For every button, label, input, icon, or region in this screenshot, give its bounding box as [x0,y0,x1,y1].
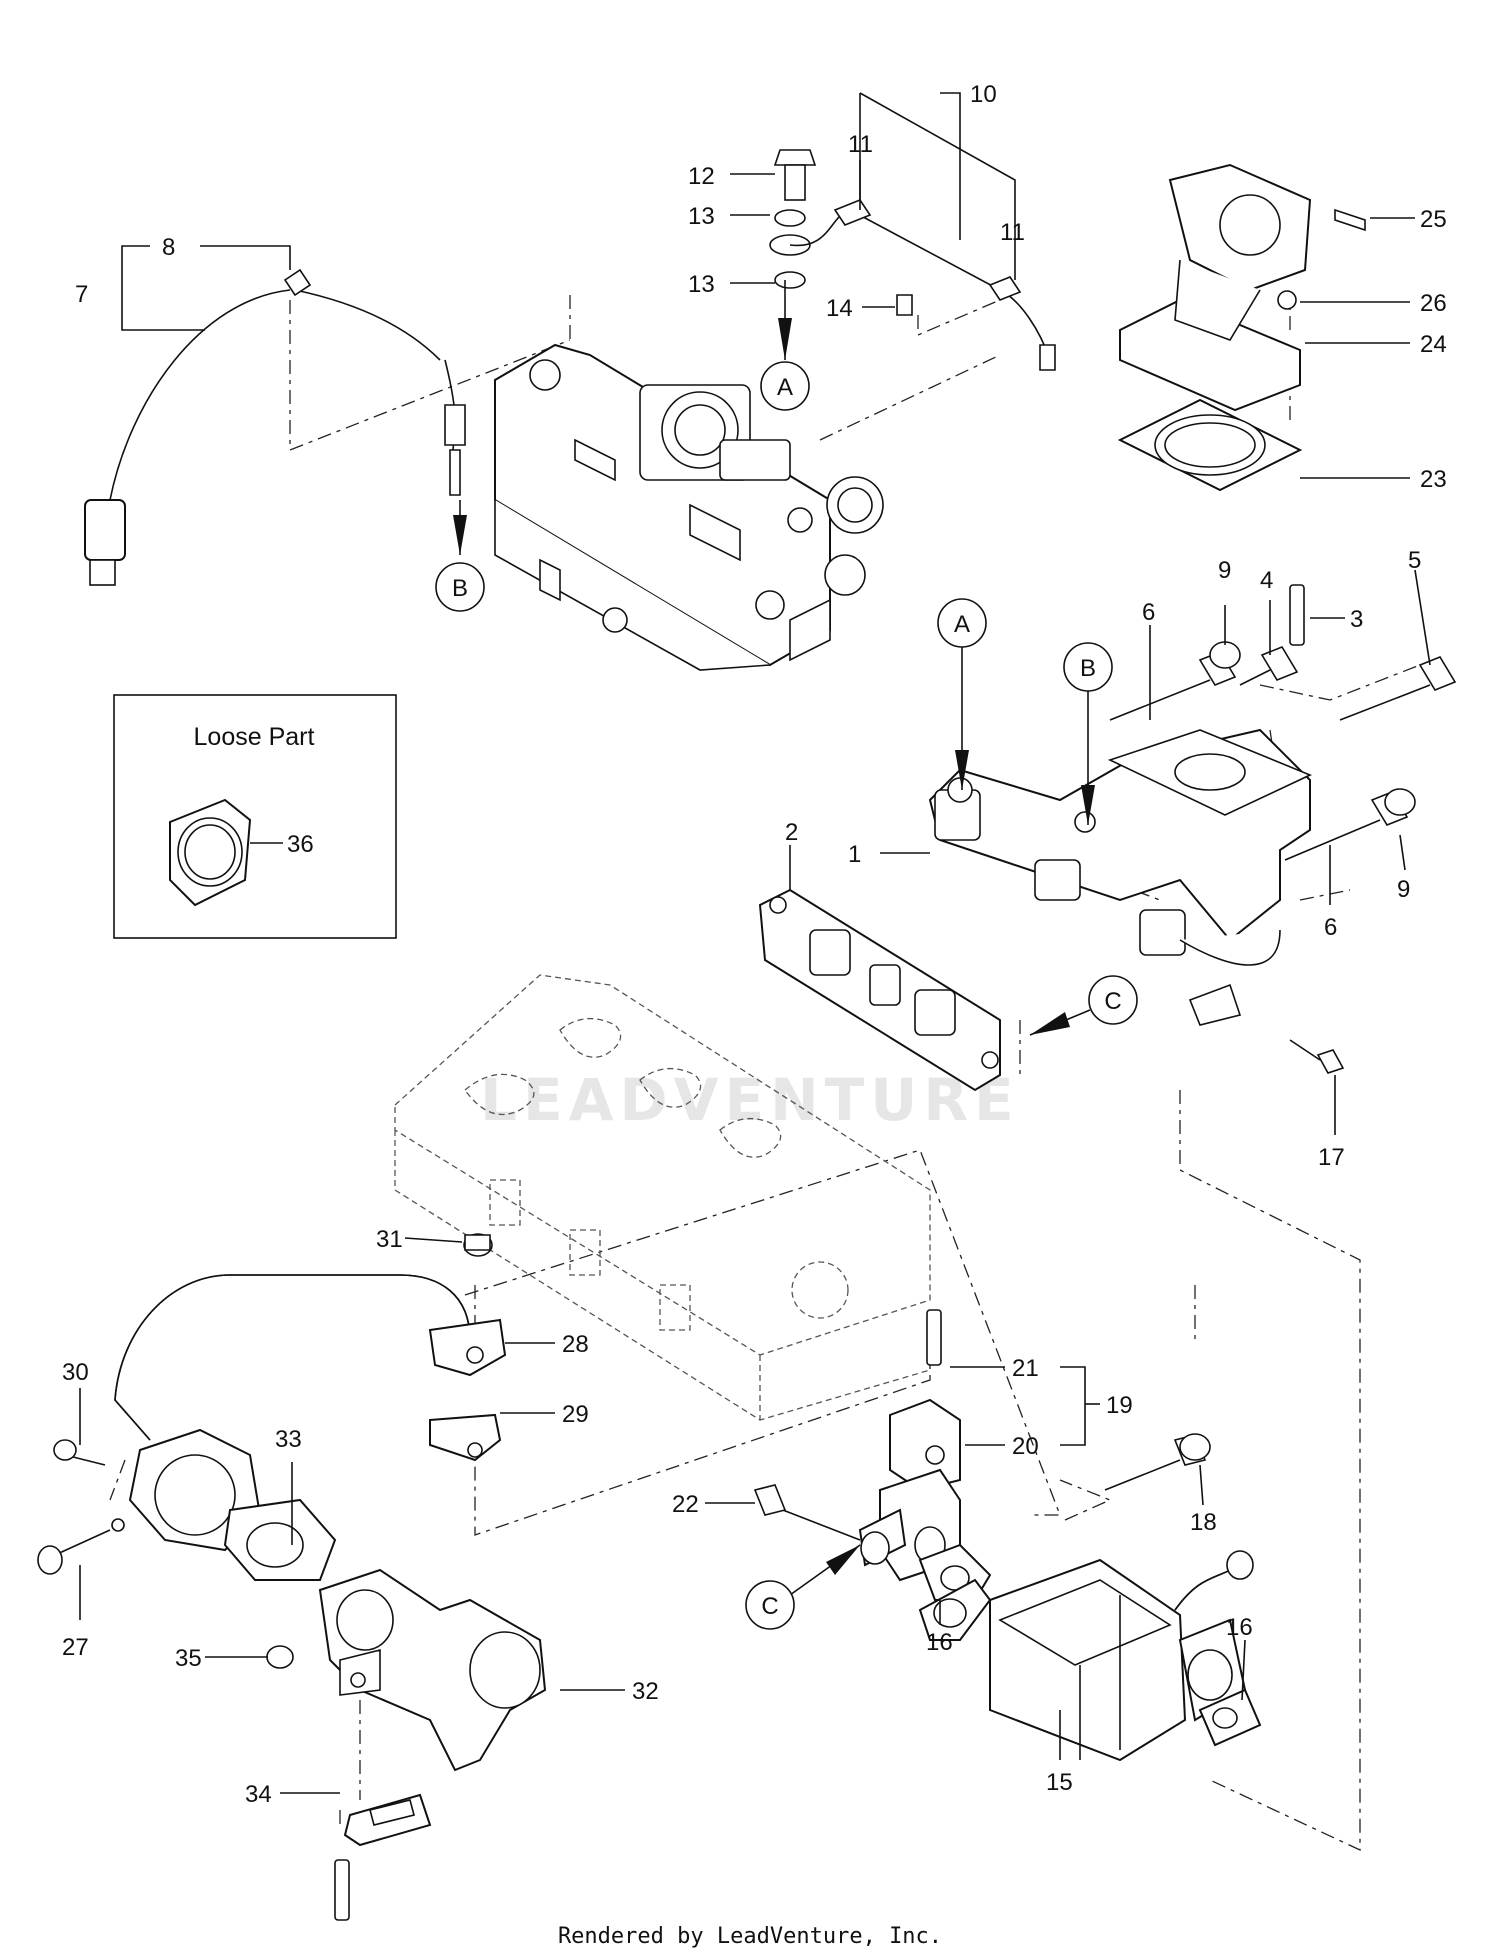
callout-21: 21 [1012,1355,1039,1382]
svg-text:C: C [761,1593,778,1620]
callout-10: 10 [970,81,997,108]
callout-19: 19 [1106,1392,1133,1419]
callout-20: 20 [1012,1433,1039,1460]
callout-8: 8 [162,234,175,261]
callout-17: 17 [1318,1144,1345,1171]
svg-text:A: A [954,611,970,638]
svg-text:A: A [777,374,793,401]
callout-29: 29 [562,1401,589,1428]
callout-33: 33 [275,1426,302,1453]
callout-7: 7 [75,281,88,308]
rocker-cover-assembly [494,343,884,671]
ref-circle-b-manifold: B [1063,642,1113,692]
ref-circle-c-gasket: C [1088,975,1138,1025]
outlet-elbow-and-gasket [1117,163,1366,492]
loose-part-title: Loose Part [194,723,315,751]
callout-36: 36 [287,831,314,858]
callout-34: 34 [245,1781,272,1808]
callout-28: 28 [562,1331,589,1358]
svg-text:C: C [1104,988,1121,1015]
callout-35: 35 [175,1645,202,1672]
callout-11-right: 11 [1000,219,1025,246]
callout-12: 12 [688,163,715,190]
pipe-and-fasteners [769,149,1056,371]
leader-lines [79,92,1431,1794]
callout-6-top: 6 [1142,599,1155,626]
callout-16-right: 16 [1226,1614,1253,1641]
loose-part-box: Loose Part 36 [113,694,397,939]
callout-6-bottom: 6 [1324,914,1337,941]
callout-32: 32 [632,1678,659,1705]
callout-5: 5 [1408,547,1421,574]
manifold-gasket [758,888,1001,1092]
callout-13-bottom: 13 [688,271,715,298]
egr-pipe [114,1233,507,1462]
callout-18: 18 [1190,1509,1217,1536]
callout-23: 23 [1420,466,1447,493]
callout-25: 25 [1420,206,1447,233]
ref-circle-a-top: A [760,361,810,411]
callout-4: 4 [1260,567,1273,594]
egr-valve-assembly [37,1428,547,1921]
callout-1: 1 [848,841,861,868]
sensor-harness [84,268,466,586]
svg-text:B: B [452,575,468,602]
callout-22: 22 [672,1491,699,1518]
callout-9-top: 9 [1218,557,1231,584]
svg-text:B: B [1080,655,1096,682]
reference-arrows [453,280,1095,1596]
callout-24: 24 [1420,331,1447,358]
callout-11-left: 11 [848,131,873,158]
callout-3: 3 [1350,606,1363,633]
callout-9-bottom: 9 [1397,876,1410,903]
ref-circle-b-left: B [435,562,485,612]
watermark: LEADVENTURE [480,1066,1020,1134]
callout-30: 30 [62,1359,89,1386]
exhaust-manifold [928,728,1312,1026]
callout-14: 14 [826,295,853,322]
callout-2: 2 [785,819,798,846]
footer-credit: Rendered by LeadVenture, Inc. [558,1924,942,1949]
ref-circle-a-manifold: A [937,598,987,648]
callout-27: 27 [62,1634,89,1661]
callout-26: 26 [1420,290,1447,317]
ref-circle-c-cooler: C [745,1580,795,1630]
cylinder-head-outline [394,974,931,1421]
callout-13-top: 13 [688,203,715,230]
callout-15: 15 [1046,1769,1073,1796]
callout-labels: 10 11 11 12 13 13 14 8 7 25 26 24 23 6 9… [62,81,1447,1808]
egr-cooler-assembly [753,1309,1262,1762]
callout-31: 31 [376,1226,403,1253]
callout-16-left: 16 [926,1629,953,1656]
